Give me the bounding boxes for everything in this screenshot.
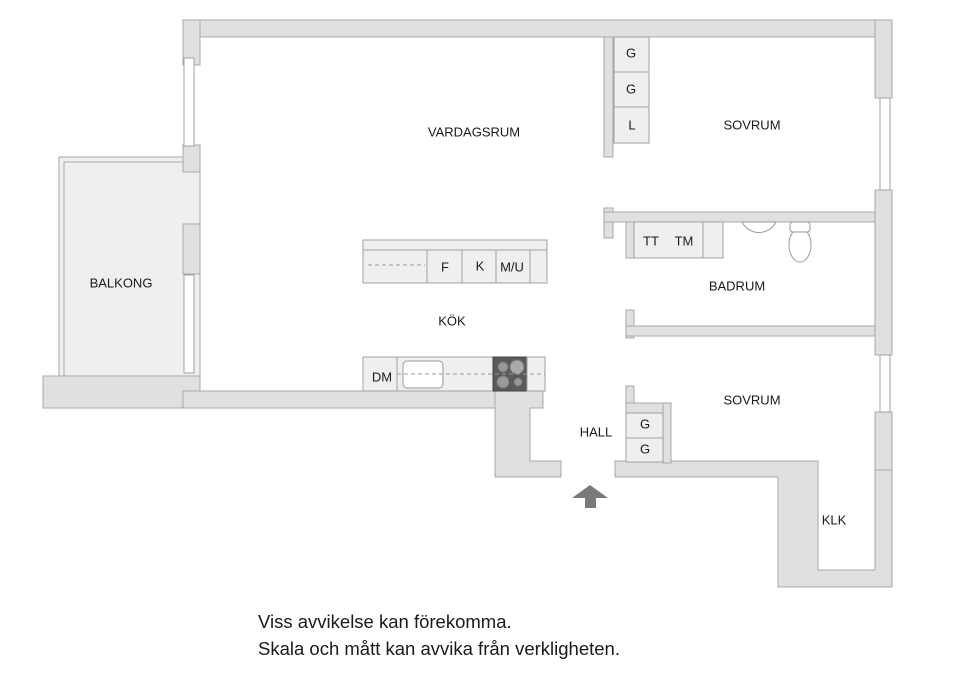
fixture-closet-l: L: [628, 117, 636, 133]
fixture-closet-g: G: [625, 45, 637, 61]
fixture-freezer: K: [475, 258, 485, 274]
window: [183, 57, 195, 147]
fixture-tt: TT: [643, 233, 659, 249]
entrance-arrow-icon: [572, 485, 608, 508]
wall-balcony-bottom: [42, 375, 201, 409]
disclaimer-line-1: Viss avvikelse kan förekomma.: [258, 611, 512, 632]
wall-top: [182, 19, 893, 38]
room-sovrum-2: SOVRUM: [723, 392, 781, 408]
fixture-tm: TM: [674, 233, 694, 249]
fixture-hall-g: G: [639, 441, 651, 457]
room-sovrum-1: SOVRUM: [723, 117, 781, 133]
fixture-micro-oven: M/U: [500, 259, 524, 275]
fixture-fridge: F: [441, 259, 449, 275]
room-klk: KLK: [821, 512, 847, 528]
fixture-closet-g: G: [625, 81, 637, 97]
room-vardagsrum: VARDAGSRUM: [427, 124, 521, 140]
room-badrum: BADRUM: [708, 278, 766, 294]
wall-right: [874, 19, 893, 99]
room-hall: HALL: [579, 424, 613, 440]
window: [879, 354, 891, 413]
window: [879, 97, 891, 191]
room-kok: KÖK: [438, 313, 466, 329]
disclaimer-line-2: Skala och mått kan avvika från verklighe…: [258, 638, 620, 659]
fixture-hall-g: G: [639, 416, 651, 432]
wall-bottom-left: [182, 390, 544, 409]
fixture-dishwasher: DM: [371, 369, 393, 385]
room-balkong: BALKONG: [89, 275, 153, 291]
window: [183, 274, 195, 374]
